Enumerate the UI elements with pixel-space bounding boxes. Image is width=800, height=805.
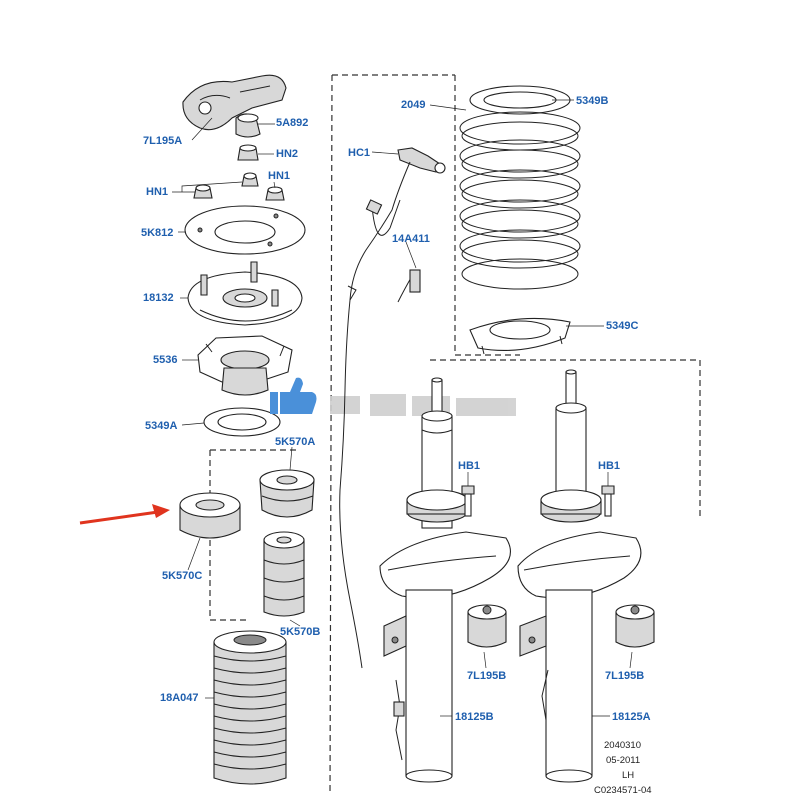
label-18125b: 18125B: [455, 711, 494, 723]
nut-hn1-center: [241, 172, 259, 187]
bump-stop-5k570a: [259, 469, 315, 518]
nut-hn1-right: [265, 186, 285, 201]
label-hn1-right: HN1: [268, 170, 291, 182]
watermark-thumb-icon: [270, 377, 317, 414]
label-5349b: 5349B: [576, 95, 609, 107]
label-7l195b-left: 7L195B: [467, 670, 507, 682]
label-hb1-left: HB1: [458, 460, 481, 472]
nut-hn1-left: [193, 184, 213, 199]
label-hn1-left: HN1: [146, 186, 169, 198]
bearing-housing-5536: [197, 335, 293, 396]
label-5k570b: 5K570B: [280, 626, 321, 638]
footer-code-2: 05-2011: [606, 755, 641, 766]
footer-side: LH: [622, 770, 635, 781]
dashed-assembly-spring: [454, 75, 520, 356]
dashed-strut-right: [430, 359, 701, 520]
label-5k570c: 5K570C: [162, 570, 203, 582]
strut-18125a: [517, 369, 642, 783]
label-hc1: HC1: [348, 147, 371, 159]
label-hb1-right: HB1: [598, 460, 621, 472]
bushing-7l195b-right: [615, 604, 655, 648]
bump-stop-5k570c: [179, 492, 241, 539]
sensor-hc1: [397, 147, 446, 174]
footer-code-1: 2040310: [604, 740, 641, 751]
dust-boot-18a047: [213, 630, 287, 785]
spring-seat-5349c: [469, 317, 571, 355]
bolt-hb1-right: [601, 485, 615, 517]
label-7l195b-right: 7L195B: [605, 670, 645, 682]
coil-spring-2049: [459, 85, 581, 290]
label-hn2: HN2: [276, 148, 299, 160]
plate-5k812: [184, 205, 306, 255]
top-bracket-7l195a: [182, 74, 287, 131]
label-18a047: 18A047: [160, 692, 199, 704]
bushing-5a892: [235, 113, 261, 138]
sensor-14a411: [397, 269, 421, 303]
label-5349c: 5349C: [606, 320, 639, 332]
label-5a892: 5A892: [276, 117, 309, 129]
label-5349a: 5349A: [145, 420, 178, 432]
bolt-hb1-left: [461, 485, 475, 517]
label-5k812: 5K812: [141, 227, 174, 239]
dashed-bumper-box: [209, 449, 300, 621]
label-7l195a: 7L195A: [143, 135, 183, 147]
label-5k570a: 5K570A: [275, 436, 316, 448]
label-5536: 5536: [153, 354, 178, 366]
spring-seat-5349a: [203, 407, 281, 437]
footer-code-4: C0234571-04: [594, 785, 652, 796]
mount-plate-18132: [187, 261, 303, 326]
label-14a411: 14A411: [392, 233, 430, 245]
sensor-wire: [339, 161, 411, 669]
label-18132: 18132: [143, 292, 174, 304]
label-2049: 2049: [401, 99, 426, 111]
label-18125a: 18125A: [612, 711, 651, 723]
rubber-bumper-5k570b: [263, 531, 305, 617]
nut-hn2: [237, 144, 259, 161]
red-arrow: [79, 504, 170, 525]
dashed-assembly-left: [329, 74, 333, 796]
bushing-7l195b-left: [467, 604, 507, 648]
watermark-blur: [330, 394, 516, 416]
strut-18125b: [379, 377, 511, 783]
